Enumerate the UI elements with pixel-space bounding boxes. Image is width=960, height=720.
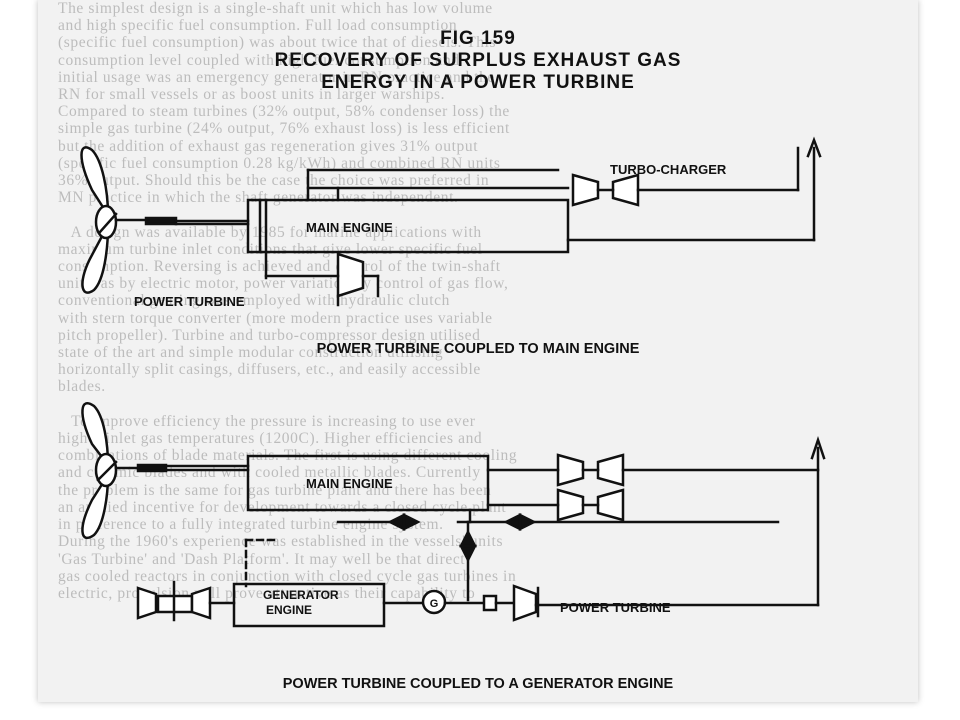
exhaust-recovery-diagram: TURBO-CHARGER MAIN ENGINE POWER TURBINE … <box>80 136 826 692</box>
valve-icon-1 <box>387 512 421 532</box>
main-engine-block-bottom <box>246 454 490 512</box>
figure-title-line2: ENERGY IN A POWER TURBINE <box>321 72 635 93</box>
caption-bottom: POWER TURBINE COUPLED TO A GENERATOR ENG… <box>283 676 674 692</box>
turbocharger-turbine-bottom <box>556 453 585 487</box>
propeller-icon-bottom <box>81 402 118 540</box>
label-generator-engine-2: ENGINE <box>266 603 312 617</box>
valve-icon-2 <box>503 512 537 532</box>
propeller-icon-top <box>80 146 118 294</box>
main-engine-block-top <box>246 198 570 254</box>
turbocharger-turbine-top <box>571 173 600 207</box>
label-power-turbine-top: POWER TURBINE <box>134 294 245 309</box>
figure-title-line1: RECOVERY OF SURPLUS EXHAUST GAS <box>274 50 682 71</box>
label-turbocharger: TURBO-CHARGER <box>610 162 727 177</box>
label-power-turbine-bottom: POWER TURBINE <box>560 600 671 615</box>
turbocharger-compressor-bottom <box>596 453 625 487</box>
reduction-gear-icon <box>482 594 498 612</box>
figure-number: FIG 159 <box>440 28 516 49</box>
generator-coupling-icon <box>136 580 212 622</box>
shaft-coupling-top <box>144 216 178 226</box>
label-main-engine-top: MAIN ENGINE <box>306 220 393 235</box>
power-turbine-icon-bottom <box>512 584 538 622</box>
shaft-coupling-bottom <box>136 463 168 473</box>
label-generator-symbol: G <box>430 598 439 610</box>
scanned-page: The simplest design is a single-shaft un… <box>38 0 918 702</box>
label-main-engine-bottom: MAIN ENGINE <box>306 476 393 491</box>
generator-engine-block <box>232 582 386 628</box>
valve-icon-3 <box>458 529 478 563</box>
caption-top: POWER TURBINE COUPLED TO MAIN ENGINE <box>317 341 640 357</box>
turbocharger-compressor-top <box>611 173 640 207</box>
power-turbine-icon-top <box>336 252 365 298</box>
label-generator-engine-1: GENERATOR <box>263 588 339 602</box>
